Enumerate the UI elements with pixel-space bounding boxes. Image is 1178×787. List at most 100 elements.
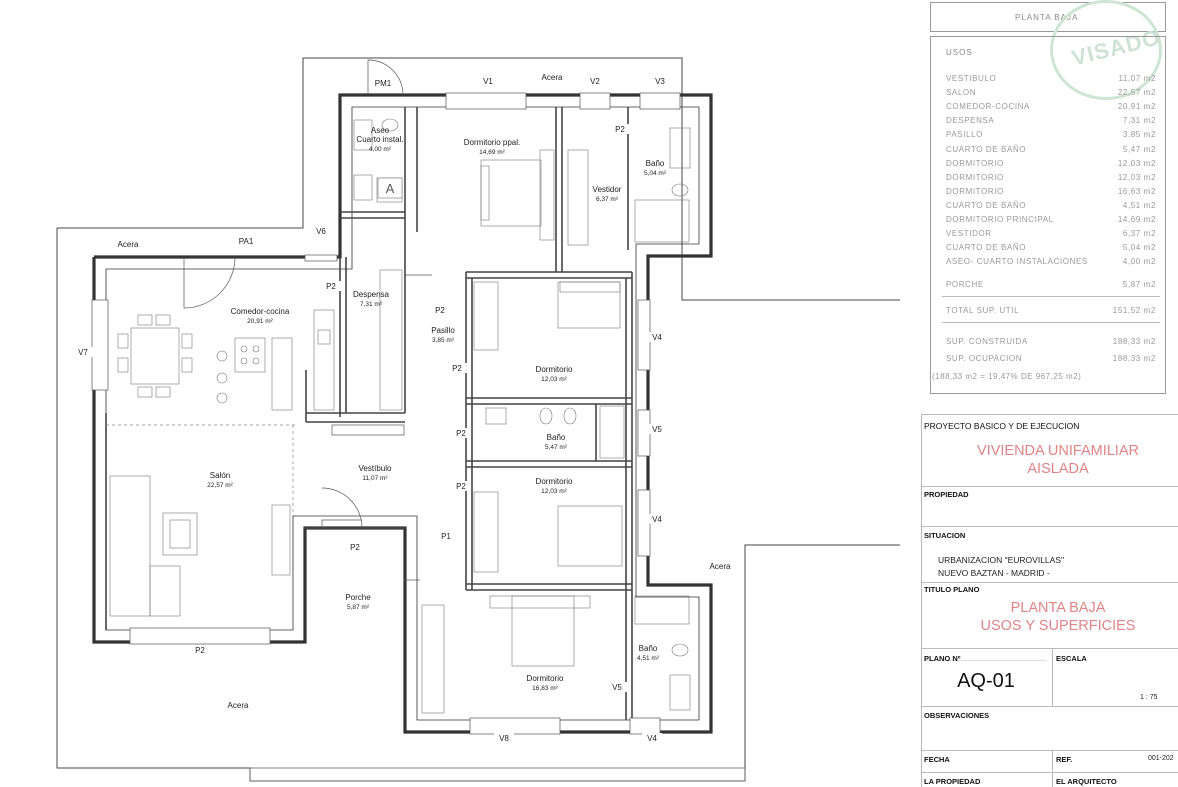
- tag-bg: [494, 733, 514, 743]
- opening-tag-v6: V6: [316, 227, 326, 236]
- zone-separators: [106, 424, 296, 516]
- observaciones-label: OBSERVACIONES: [924, 711, 990, 720]
- opening-tag-v5: V5: [652, 425, 662, 434]
- room-name-salon: Salón: [210, 471, 230, 480]
- plot-boundary: [57, 57, 900, 301]
- room-name-bano-1: Baño: [646, 159, 665, 168]
- usos-name: COMEDOR-COCINA: [946, 102, 1030, 112]
- usos-row: DESPENSA 7,31 m2: [946, 116, 1156, 128]
- room-area-bano-3: 4,51 m²: [637, 655, 660, 662]
- doors: [183, 59, 432, 581]
- escala-label: ESCALA: [1056, 654, 1087, 663]
- tag-bg: [73, 347, 93, 357]
- room-area-despensa: 7,31 m²: [360, 301, 383, 308]
- usos-value: 6,37 m2: [1122, 229, 1156, 239]
- sidewalk-label: Acera: [228, 701, 249, 710]
- room-name-aseo: Cuarto instal.: [356, 135, 403, 144]
- usos-value: 188,33 m2: [1112, 354, 1156, 363]
- situacion-line2: NUEVO BAZTAN - MADRID -: [938, 568, 1050, 578]
- room-area-dormitorio-2: 12,03 m²: [541, 488, 567, 495]
- room-name-dormitorio-ppal: Dormitorio ppal.: [464, 138, 520, 147]
- usos-value: 12,03 m2: [1117, 172, 1156, 182]
- opening-tag-v4: V4: [652, 515, 662, 524]
- usos-heading: USOS: [946, 48, 973, 57]
- tag-bg: [451, 428, 471, 438]
- tag-bg: [647, 424, 667, 434]
- usos-name: SUP. CONSTRUIDA: [946, 337, 1028, 346]
- room-name-vestibulo: Vestíbulo: [359, 464, 392, 473]
- usos-name: PASILLO: [946, 130, 983, 140]
- room-area-dormitorio-ppal: 14,69 m²: [479, 149, 505, 156]
- plano-number: AQ-01: [957, 670, 1015, 692]
- usos-value: 4,51 m2: [1122, 200, 1156, 210]
- tag-bg: [430, 305, 450, 315]
- drawing-title: PLANTA BAJA USOS Y SUPERFICIES: [958, 599, 1158, 635]
- usos-row-porche: PORCHE 5,87 m2: [946, 280, 1156, 292]
- ref-label: REF.: [1056, 755, 1073, 764]
- usos-value: 5,87 m2: [1122, 280, 1156, 289]
- usos-value: 7,31 m2: [1122, 116, 1156, 126]
- usos-value: 5,47 m2: [1122, 144, 1156, 154]
- drawing-title-line1: PLANTA BAJA: [1010, 600, 1106, 616]
- opening-tag-p2: P2: [350, 543, 360, 552]
- room-name-aseo: Aseo: [371, 126, 390, 135]
- room-area-comedor-cocina: 20,91 m²: [247, 318, 273, 325]
- usos-name: PORCHE: [946, 280, 984, 289]
- situacion-label: SITUACION: [924, 531, 966, 540]
- drawing-title-line2: USOS Y SUPERFICIES: [980, 618, 1136, 634]
- opening-tag-v4: V4: [652, 333, 662, 342]
- usos-value: 5,04 m2: [1122, 243, 1156, 253]
- tag-bg: [610, 124, 630, 134]
- room-name-dormitorio-1: Dormitorio: [536, 365, 573, 374]
- room-area-bano-1: 5,04 m²: [644, 170, 667, 177]
- usos-value: 11,07 m2: [1118, 74, 1156, 83]
- usos-row: VESTIBULO 11,07 m2: [946, 74, 1156, 86]
- room-name-bano-2: Baño: [547, 433, 566, 442]
- opening-tag-p2: P2: [615, 125, 625, 134]
- opening-tag-p2: P2: [456, 429, 466, 438]
- usos-value: 16,63 m2: [1117, 186, 1156, 196]
- usos-name: CUARTO DE BAÑO: [946, 144, 1027, 154]
- room-name-dormitorio-3: Dormitorio: [527, 674, 564, 683]
- usos-value: 20,91 m2: [1117, 102, 1156, 112]
- usos-name: DESPENSA: [946, 116, 995, 126]
- room-name-bano-3: Baño: [639, 644, 658, 653]
- opening-tag-p2: P2: [456, 482, 466, 491]
- usos-name: VESTIBULO: [946, 74, 997, 83]
- usos-value: 188,33 m2: [1112, 337, 1156, 346]
- room-area-vestidor: 6,37 m²: [596, 196, 619, 203]
- room-name-vestidor: Vestidor: [593, 185, 622, 194]
- sidewalk-label: Acera: [542, 73, 563, 82]
- tag-bg: [585, 76, 605, 86]
- usos-name: DORMITORIO PRINCIPAL: [946, 215, 1054, 224]
- usos-name: SUP. OCUPACION: [946, 354, 1023, 363]
- tag-bg: [190, 645, 210, 655]
- opening-tag-p2: P2: [326, 282, 336, 291]
- usos-divider: [942, 322, 1160, 323]
- room-area-vestibulo: 11,07 m²: [362, 475, 388, 482]
- usos-divider: [942, 296, 1160, 297]
- usos-name: DORMITORIO: [946, 158, 1004, 168]
- tag-bg: [647, 332, 667, 342]
- usos-value: 3,85 m2: [1122, 130, 1156, 140]
- project-name-line2: AISLADA: [1027, 461, 1089, 477]
- room-name-porche: Porche: [345, 593, 371, 602]
- usos-row: CUARTO DE BAÑO 5,47 m2: [946, 145, 1156, 157]
- plano-label: PLANO Nº: [924, 654, 961, 663]
- usos-note: (188,33 m2 = 19,47% DE 967,25 m2): [932, 372, 1082, 381]
- visado-stamp: VISADO: [1050, 0, 1163, 100]
- tag-bg: [321, 281, 341, 291]
- usos-name: ASEO- CUARTO INSTALACIONES: [946, 257, 1088, 267]
- usos-row: PASILLO 3,85 m2: [946, 130, 1156, 142]
- usos-table: [930, 36, 1166, 394]
- tag-bg: [642, 733, 662, 743]
